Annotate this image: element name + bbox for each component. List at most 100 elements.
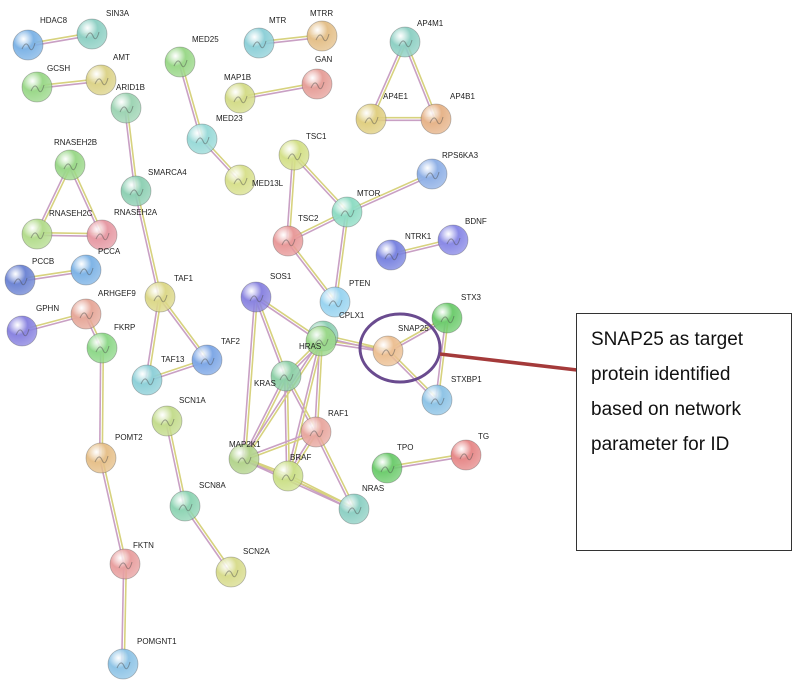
node-nras: NRAS bbox=[338, 484, 384, 525]
edge-POMT2-FKTN-a bbox=[98, 458, 125, 565]
node-structure-glyph bbox=[384, 252, 399, 261]
node-structure-glyph bbox=[15, 328, 30, 337]
node-structure-glyph bbox=[79, 267, 94, 276]
node-circle bbox=[371, 452, 403, 484]
node-label: AMT bbox=[113, 53, 130, 62]
node-pomt2: POMT2 bbox=[85, 433, 143, 474]
node-snap25: SNAP25 bbox=[372, 324, 429, 367]
node-smarca4: SMARCA4 bbox=[120, 168, 187, 207]
node-rnaseh2a: RNASEH2A bbox=[86, 208, 158, 251]
node-label: NTRK1 bbox=[405, 232, 432, 241]
node-fktn: FKTN bbox=[109, 541, 154, 580]
node-structure-glyph bbox=[429, 116, 444, 125]
node-structure-glyph bbox=[425, 171, 440, 180]
node-label: RAF1 bbox=[328, 409, 349, 418]
callout-line-3: based on network bbox=[591, 399, 741, 420]
node-structure-glyph bbox=[30, 84, 45, 93]
node-label: FKTN bbox=[133, 541, 154, 550]
edge-KRAS-BRAF-b bbox=[286, 375, 291, 476]
node-structure-glyph bbox=[195, 136, 210, 145]
node-mtrr: MTRR bbox=[306, 9, 338, 52]
edge-KRAS-MAP2K1-b bbox=[244, 376, 288, 460]
node-structure-glyph bbox=[94, 77, 109, 86]
pointer-line bbox=[439, 352, 578, 372]
node-rnaseh2c: RNASEH2C bbox=[21, 209, 93, 250]
node-circle bbox=[240, 281, 272, 313]
edge-MTOR-PTEN-b bbox=[335, 212, 350, 303]
node-circle bbox=[169, 490, 201, 522]
node-pomgnt1: POMGNT1 bbox=[107, 637, 177, 680]
node-label: MTRR bbox=[310, 9, 333, 18]
edge-HRAS-RAF1-b bbox=[316, 341, 324, 433]
node-label: BRAF bbox=[290, 453, 311, 462]
callout-line-4: parameter for ID bbox=[591, 434, 730, 455]
node-label: SCN8A bbox=[199, 481, 226, 490]
node-label: TSC2 bbox=[298, 214, 319, 223]
node-circle bbox=[107, 648, 139, 680]
node-structure-glyph bbox=[315, 33, 330, 42]
node-label: BDNF bbox=[465, 217, 487, 226]
node-label: NRAS bbox=[362, 484, 384, 493]
node-arhgef9: ARHGEF9 bbox=[70, 289, 136, 330]
node-structure-glyph bbox=[85, 31, 100, 40]
node-label: PCCB bbox=[32, 257, 54, 266]
node-structure-glyph bbox=[119, 105, 134, 114]
node-label: SCN1A bbox=[179, 396, 206, 405]
edge-SMARCA4-TAF1-b bbox=[136, 190, 163, 297]
node-taf2: TAF2 bbox=[191, 337, 241, 376]
node-fkrp: FKRP bbox=[86, 323, 135, 364]
node-circle bbox=[224, 164, 256, 196]
node-circle bbox=[243, 27, 275, 59]
node-circle bbox=[215, 556, 247, 588]
node-structure-glyph bbox=[178, 503, 193, 512]
edge-HRAS-MAP2K1-a bbox=[242, 339, 321, 459]
node-circle bbox=[270, 360, 302, 392]
node-structure-glyph bbox=[129, 188, 144, 197]
node-label: CPLX1 bbox=[339, 311, 365, 320]
node-mtor: MTOR bbox=[331, 189, 381, 228]
node-circle bbox=[224, 82, 256, 114]
node-tpo: TPO bbox=[371, 443, 413, 484]
edge-MTOR-RPS6KA3-a bbox=[347, 174, 433, 214]
node-structure-glyph bbox=[281, 473, 296, 482]
node-circle bbox=[420, 103, 452, 135]
node-circle bbox=[437, 224, 469, 256]
node-label: STXBP1 bbox=[451, 375, 482, 384]
edge-HRAS-BRAF-b bbox=[288, 341, 324, 477]
node-tsc2: TSC2 bbox=[272, 214, 319, 257]
node-structure-glyph bbox=[173, 59, 188, 68]
node-tg: TG bbox=[450, 432, 489, 471]
node-circle bbox=[110, 92, 142, 124]
node-scn1a: SCN1A bbox=[151, 396, 206, 437]
node-med13l: MED13L bbox=[224, 164, 284, 196]
node-hdac8: HDAC8 bbox=[12, 16, 68, 61]
node-structure-glyph bbox=[95, 345, 110, 354]
node-circle bbox=[319, 286, 351, 318]
node-structure-glyph bbox=[440, 315, 455, 324]
node-circle bbox=[191, 344, 223, 376]
node-label: SNAP25 bbox=[398, 324, 429, 333]
node-map2k1: MAP2K1 bbox=[228, 440, 261, 475]
callout-line-1: SNAP25 as target bbox=[591, 329, 744, 350]
node-structure-glyph bbox=[30, 231, 45, 240]
node-label: GCSH bbox=[47, 64, 70, 73]
node-circle bbox=[375, 239, 407, 271]
node-label: SCN2A bbox=[243, 547, 270, 556]
node-label: MED25 bbox=[192, 35, 219, 44]
node-label: MED23 bbox=[216, 114, 243, 123]
node-structure-glyph bbox=[79, 311, 94, 320]
node-label: AP4E1 bbox=[383, 92, 408, 101]
node-circle bbox=[450, 439, 482, 471]
node-structure-glyph bbox=[249, 294, 264, 303]
node-label: TAF1 bbox=[174, 274, 194, 283]
node-circle bbox=[278, 139, 310, 171]
node-structure-glyph bbox=[398, 39, 413, 48]
node-label: RPS6KA3 bbox=[442, 151, 479, 160]
node-sos1: SOS1 bbox=[240, 272, 292, 313]
node-scn2a: SCN2A bbox=[215, 547, 270, 588]
node-circle bbox=[389, 26, 421, 58]
node-hras: HRAS bbox=[299, 325, 337, 357]
node-structure-glyph bbox=[153, 294, 168, 303]
edge-POMT2-FKTN-b bbox=[101, 457, 128, 564]
